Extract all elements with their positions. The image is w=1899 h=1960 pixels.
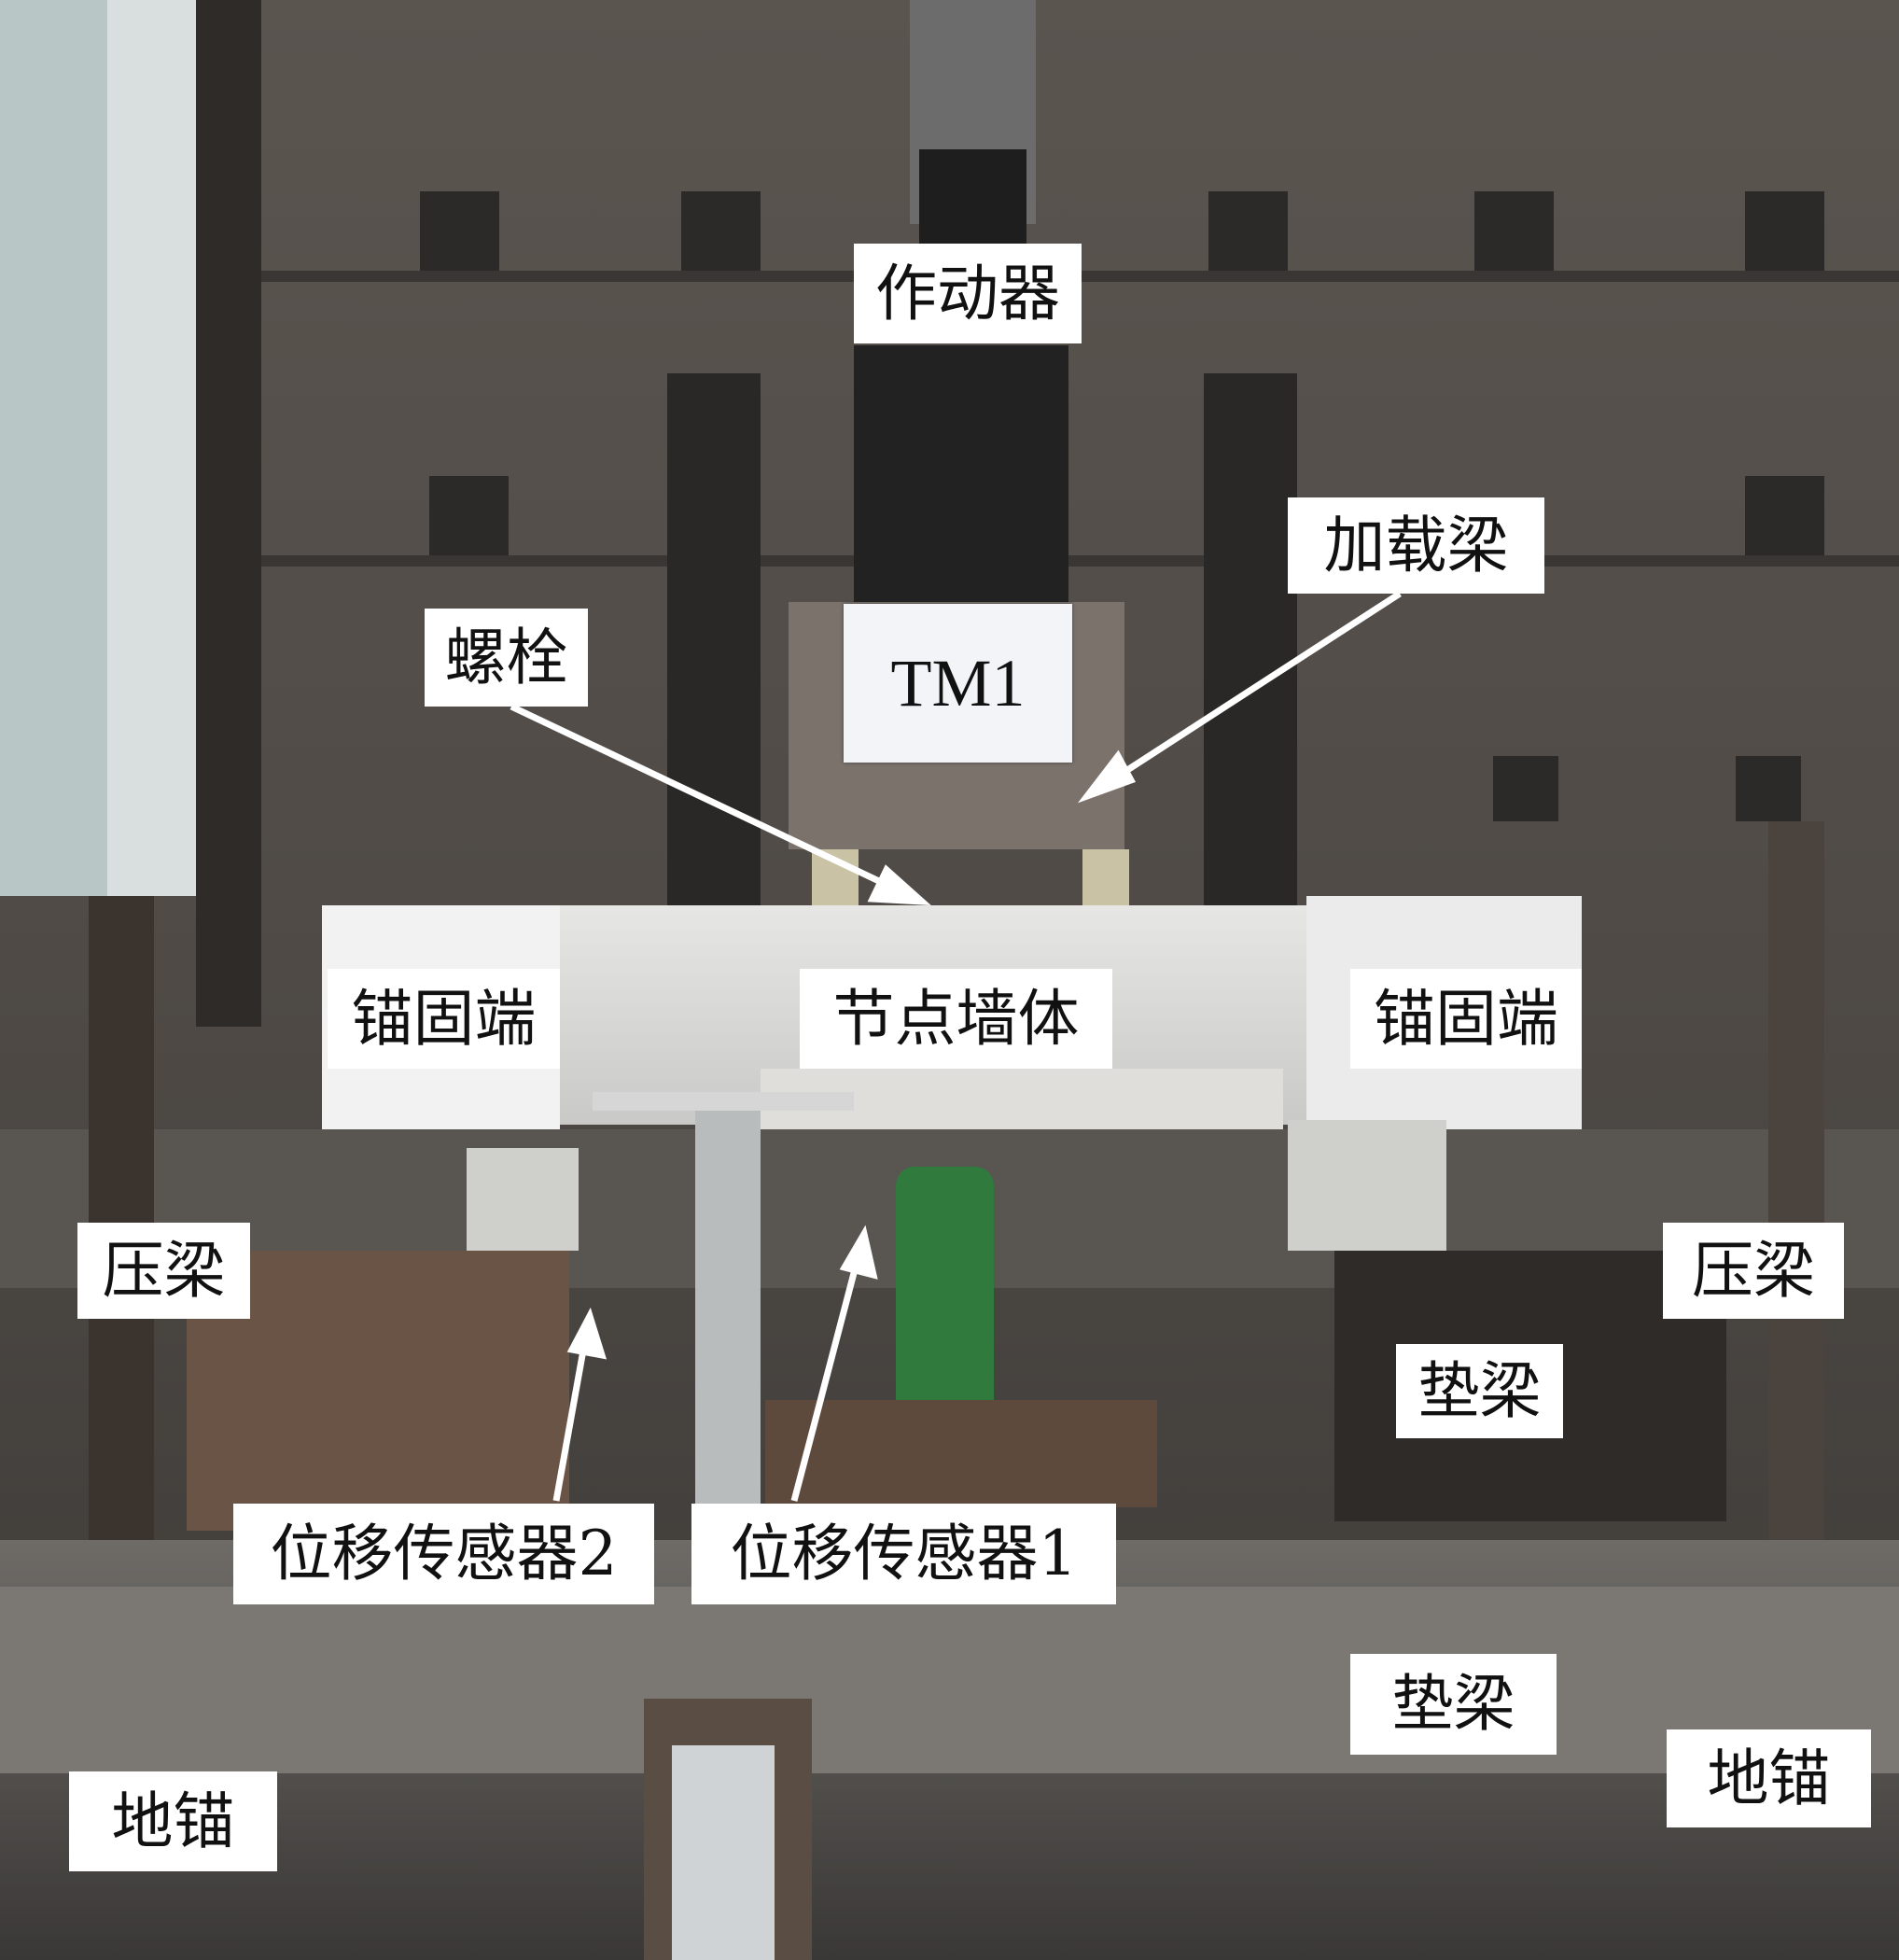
label-bolt: 螺栓	[425, 609, 588, 707]
sensor1-arrowhead	[839, 1225, 878, 1280]
loading-beam-arrow	[1104, 591, 1402, 787]
label-ground-anchor-left: 地锚	[69, 1771, 277, 1871]
label-pressure-beam-left: 压梁	[77, 1223, 250, 1319]
label-loading-beam: 加载梁	[1288, 497, 1544, 594]
label-cushion-beam-upper: 垫梁	[1396, 1344, 1563, 1438]
sensor1-arrow	[790, 1254, 862, 1502]
label-joint-wall: 节点墙体	[800, 969, 1112, 1069]
label-displacement-sensor-2: 位移传感器2	[233, 1504, 654, 1604]
annotation-arrows	[510, 591, 1402, 1502]
label-anchorage-end-right: 锚固端	[1350, 969, 1582, 1069]
loading-beam-arrowhead	[1077, 749, 1137, 804]
label-displacement-sensor-1: 位移传感器1	[691, 1504, 1116, 1604]
bolt-arrow	[510, 703, 902, 895]
label-cushion-beam-lower: 垫梁	[1350, 1654, 1557, 1755]
label-actuator: 作动器	[854, 244, 1082, 343]
sensor2-arrow	[552, 1334, 590, 1502]
label-pressure-beam-right: 压梁	[1663, 1223, 1844, 1319]
right-frame-column	[1204, 373, 1297, 952]
bolt-arrowhead	[867, 864, 931, 906]
hydraulic-jack	[896, 1167, 994, 1419]
specimen-tag: TM1	[844, 604, 1072, 763]
label-anchorage-end-left: 锚固端	[328, 969, 560, 1069]
sensor2-arrowhead	[566, 1307, 607, 1360]
left-frame-column	[667, 373, 761, 952]
label-ground-anchor-right: 地锚	[1667, 1729, 1871, 1827]
wall-anchor-plates	[420, 191, 1824, 821]
